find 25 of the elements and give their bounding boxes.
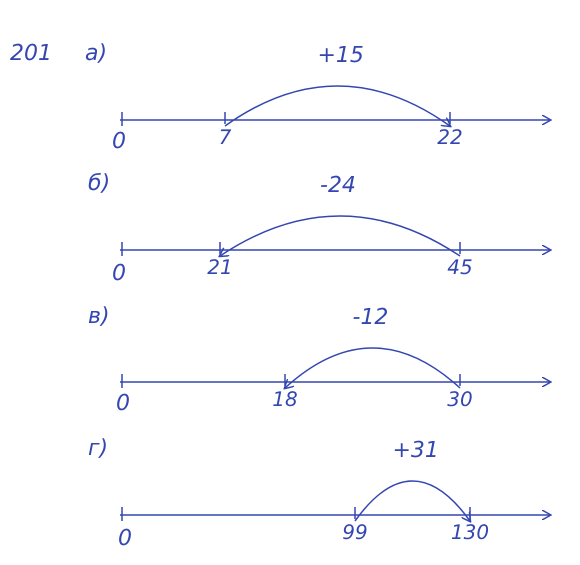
tick-value: 22 <box>435 126 465 148</box>
problem-number: 201 <box>10 42 52 66</box>
subpart-letter: б) <box>88 172 110 196</box>
tick-value: 99 <box>340 521 370 543</box>
zero: 0 <box>116 392 130 416</box>
jump-arc <box>224 85 452 128</box>
edge-label: -12 <box>352 306 388 330</box>
tick-value: 18 <box>270 388 300 410</box>
zero: 0 <box>112 130 126 154</box>
tick-value: 130 <box>448 521 492 543</box>
edge-label: +15 <box>318 44 364 68</box>
jump-arc <box>354 480 472 523</box>
tick-value: 45 <box>445 256 475 278</box>
jump-arc <box>283 347 460 390</box>
tick-value: 30 <box>445 388 475 410</box>
subpart-letter: а) <box>85 42 108 66</box>
subpart-letter: в) <box>88 305 110 329</box>
tick-value: 21 <box>205 256 235 278</box>
edge-label: +31 <box>392 439 439 463</box>
subpart-letter: г) <box>88 437 108 461</box>
edge-label: -24 <box>320 174 356 198</box>
jump-arc <box>218 215 460 258</box>
zero: 0 <box>112 262 126 286</box>
zero: 0 <box>118 527 132 551</box>
tick-value: 7 <box>216 126 234 148</box>
